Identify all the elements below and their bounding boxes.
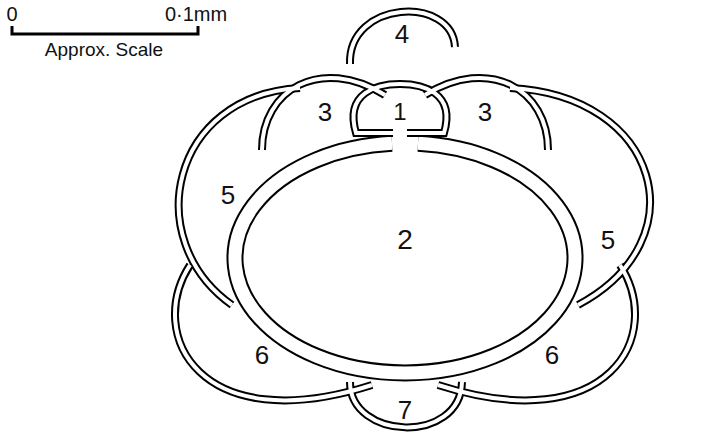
scale-caption: Approx. Scale: [45, 40, 163, 59]
callout-number: 5: [601, 227, 615, 253]
callout-number: 4: [395, 21, 409, 47]
scale-value: 0: [6, 4, 17, 24]
callout-number: 6: [255, 342, 269, 368]
callout-number: 3: [318, 99, 332, 125]
callout-number: 1: [393, 100, 406, 124]
callout-number: 7: [398, 397, 412, 423]
callout-number: 2: [397, 226, 413, 254]
chamber-wall: [175, 12, 650, 428]
chamber-wall: [175, 12, 650, 428]
callout-number: 6: [545, 342, 559, 368]
scale-value: 0·1mm: [165, 4, 227, 24]
chamber-wall: [235, 143, 575, 373]
scale-bar: [12, 26, 198, 34]
chamber-wall: [235, 143, 575, 373]
callout-number: 5: [221, 182, 235, 208]
callout-number: 3: [478, 99, 492, 125]
